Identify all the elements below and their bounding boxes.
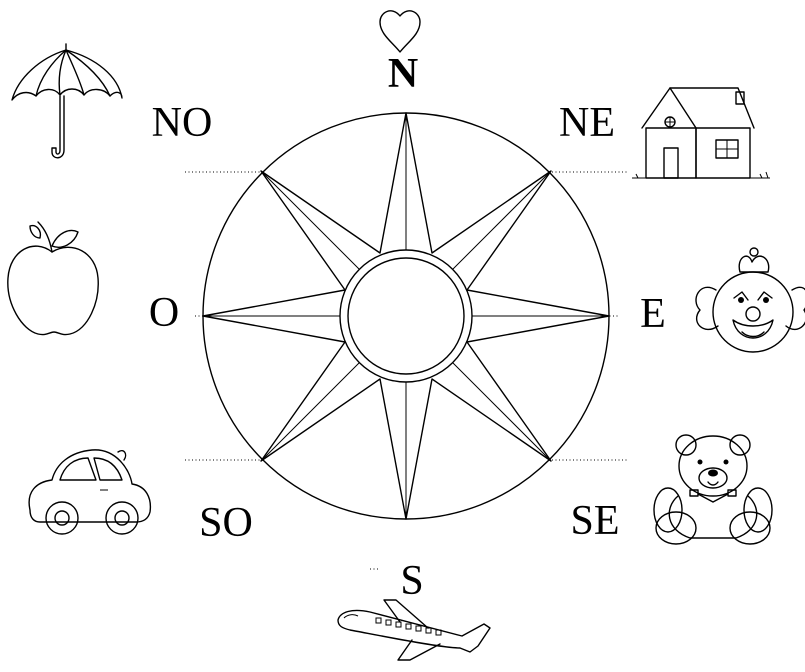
label-south: S <box>400 558 423 604</box>
apple-icon <box>8 222 98 335</box>
umbrella-icon <box>12 44 122 158</box>
teddy-bear-icon <box>654 435 772 544</box>
label-southeast: SE <box>570 498 619 544</box>
label-northeast: NE <box>559 100 615 146</box>
car-icon <box>29 450 150 534</box>
label-west: O <box>149 290 179 336</box>
label-east: E <box>640 291 666 337</box>
compass-rose <box>203 113 609 519</box>
label-southwest: SO <box>199 500 253 546</box>
label-north: N <box>388 51 418 97</box>
clown-icon <box>696 248 805 352</box>
house-icon <box>632 88 770 178</box>
airplane-icon <box>338 600 490 660</box>
label-northwest: NO <box>152 100 213 146</box>
heart-icon <box>380 11 420 52</box>
compass-ring-inner <box>348 258 464 374</box>
